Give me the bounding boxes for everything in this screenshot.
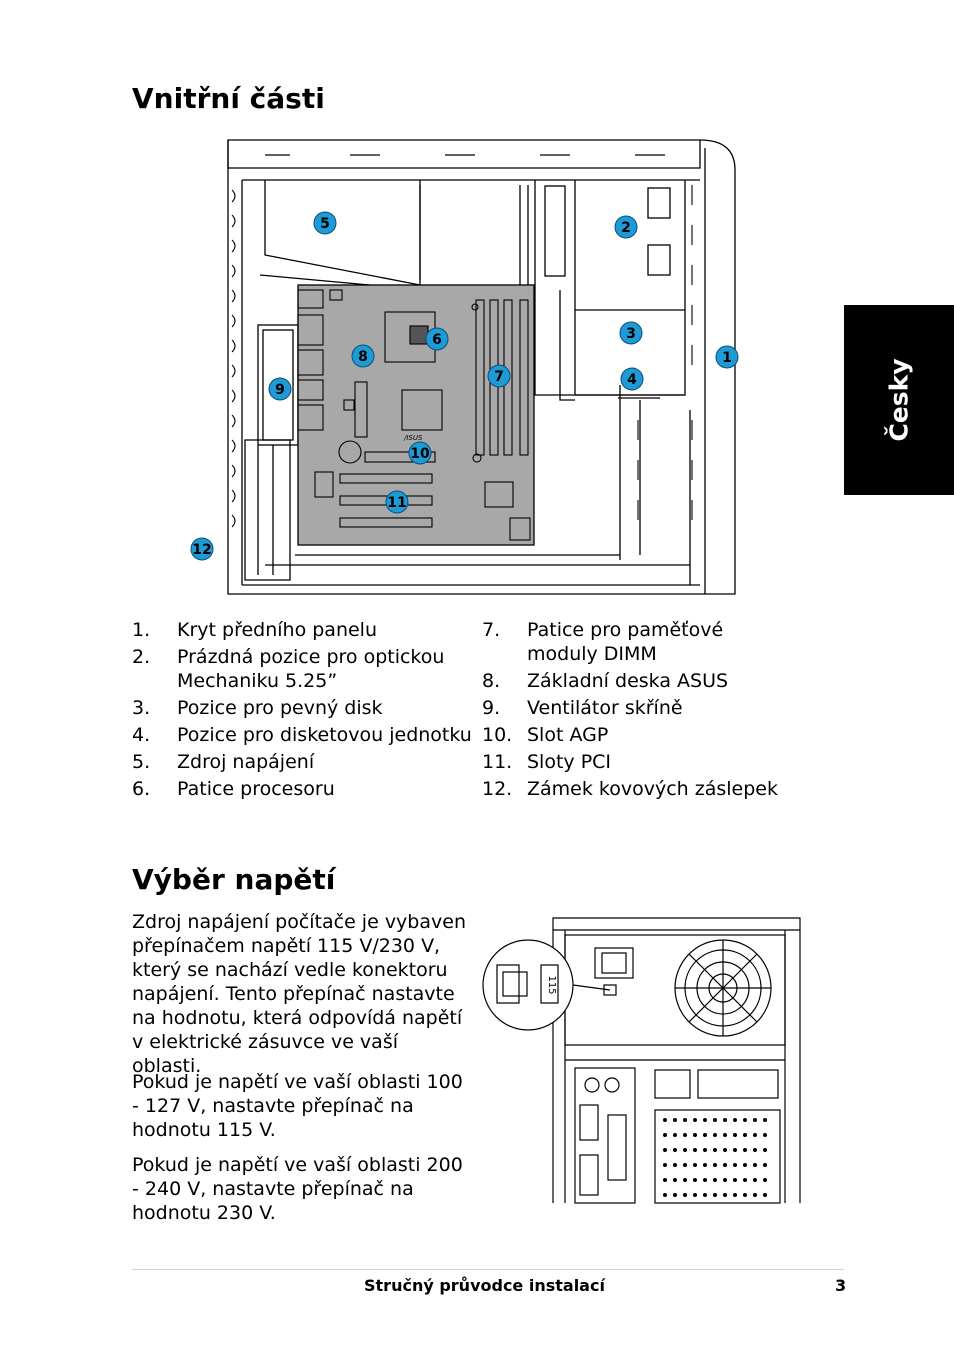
svg-text:1: 1 [722, 350, 732, 366]
list-item: 7.Patice pro paměťové moduly DIMM [482, 619, 724, 665]
callout-2: 2 [614, 215, 638, 239]
svg-text:2: 2 [621, 220, 631, 236]
list-item: 2.Prázdná pozice pro optickou Mechaniku … [132, 646, 445, 692]
callout-8: 8 [351, 344, 375, 368]
svg-text:5: 5 [320, 216, 330, 232]
list-item: 6.Patice procesoru [132, 778, 335, 800]
svg-text:4: 4 [627, 372, 637, 388]
list-item: 4.Pozice pro disketovou jednotku [132, 724, 472, 746]
language-tab: Česky [844, 305, 954, 495]
callout-3: 3 [619, 321, 643, 345]
callout-4: 4 [620, 367, 644, 391]
voltage-switch-label: 115 [546, 975, 557, 994]
callout-5: 5 [313, 211, 337, 235]
svg-text:3: 3 [626, 326, 636, 342]
callout-9: 9 [268, 377, 292, 401]
callout-6: 6 [425, 327, 449, 351]
list-item: 11.Sloty PCI [482, 751, 612, 773]
svg-text:7: 7 [494, 369, 504, 385]
list-item: 9.Ventilátor skříně [482, 697, 683, 719]
footer-divider [132, 1269, 844, 1270]
footer-title: Stručný průvodce instalací [364, 1276, 605, 1295]
callout-11: 11 [385, 490, 409, 514]
paragraph-115v: Pokud je napětí ve vaší oblasti 100 - 12… [132, 1071, 463, 1141]
list-item: 5.Zdroj napájení [132, 751, 315, 773]
callout-12: 12 [190, 537, 214, 561]
callout-10: 10 [408, 441, 432, 465]
case-internal-diagram: /ISUS 1 2 3 4 5 6 7 8 9 10 11 12 [190, 139, 739, 595]
svg-text:9: 9 [275, 382, 285, 398]
svg-text:12: 12 [192, 542, 211, 558]
motherboard-brand-mark: /ISUS [403, 434, 423, 442]
svg-text:10: 10 [410, 446, 430, 462]
power-supply-diagram: 115 [482, 917, 801, 1204]
list-item: 12.Zámek kovových záslepek [482, 778, 778, 800]
parts-list-right: 7.Patice pro paměťové moduly DIMM 8.Zákl… [482, 618, 782, 804]
section-title-voltage-selection: Výběr napětí [132, 863, 336, 896]
page-number: 3 [835, 1276, 847, 1295]
list-item: 3.Pozice pro pevný disk [132, 697, 383, 719]
svg-text:8: 8 [358, 349, 368, 365]
section-title-internal-parts: Vnitřní části [132, 82, 325, 115]
list-item: 8.Základní deska ASUS [482, 670, 729, 692]
parts-list-left: 1.Kryt předního panelu 2.Prázdná pozice … [132, 618, 472, 804]
language-tab-label: Česky [884, 358, 914, 442]
callout-7: 7 [487, 364, 511, 388]
list-item: 10.Slot AGP [482, 724, 609, 746]
svg-text:6: 6 [432, 332, 442, 348]
paragraph-voltage-switch: Zdroj napájení počítače je vybaven přepí… [132, 911, 466, 1077]
paragraph-230v: Pokud je napětí ve vaší oblasti 200 - 24… [132, 1154, 463, 1224]
svg-text:11: 11 [387, 495, 406, 511]
callout-1: 1 [715, 345, 739, 369]
list-item: 1.Kryt předního panelu [132, 619, 377, 641]
